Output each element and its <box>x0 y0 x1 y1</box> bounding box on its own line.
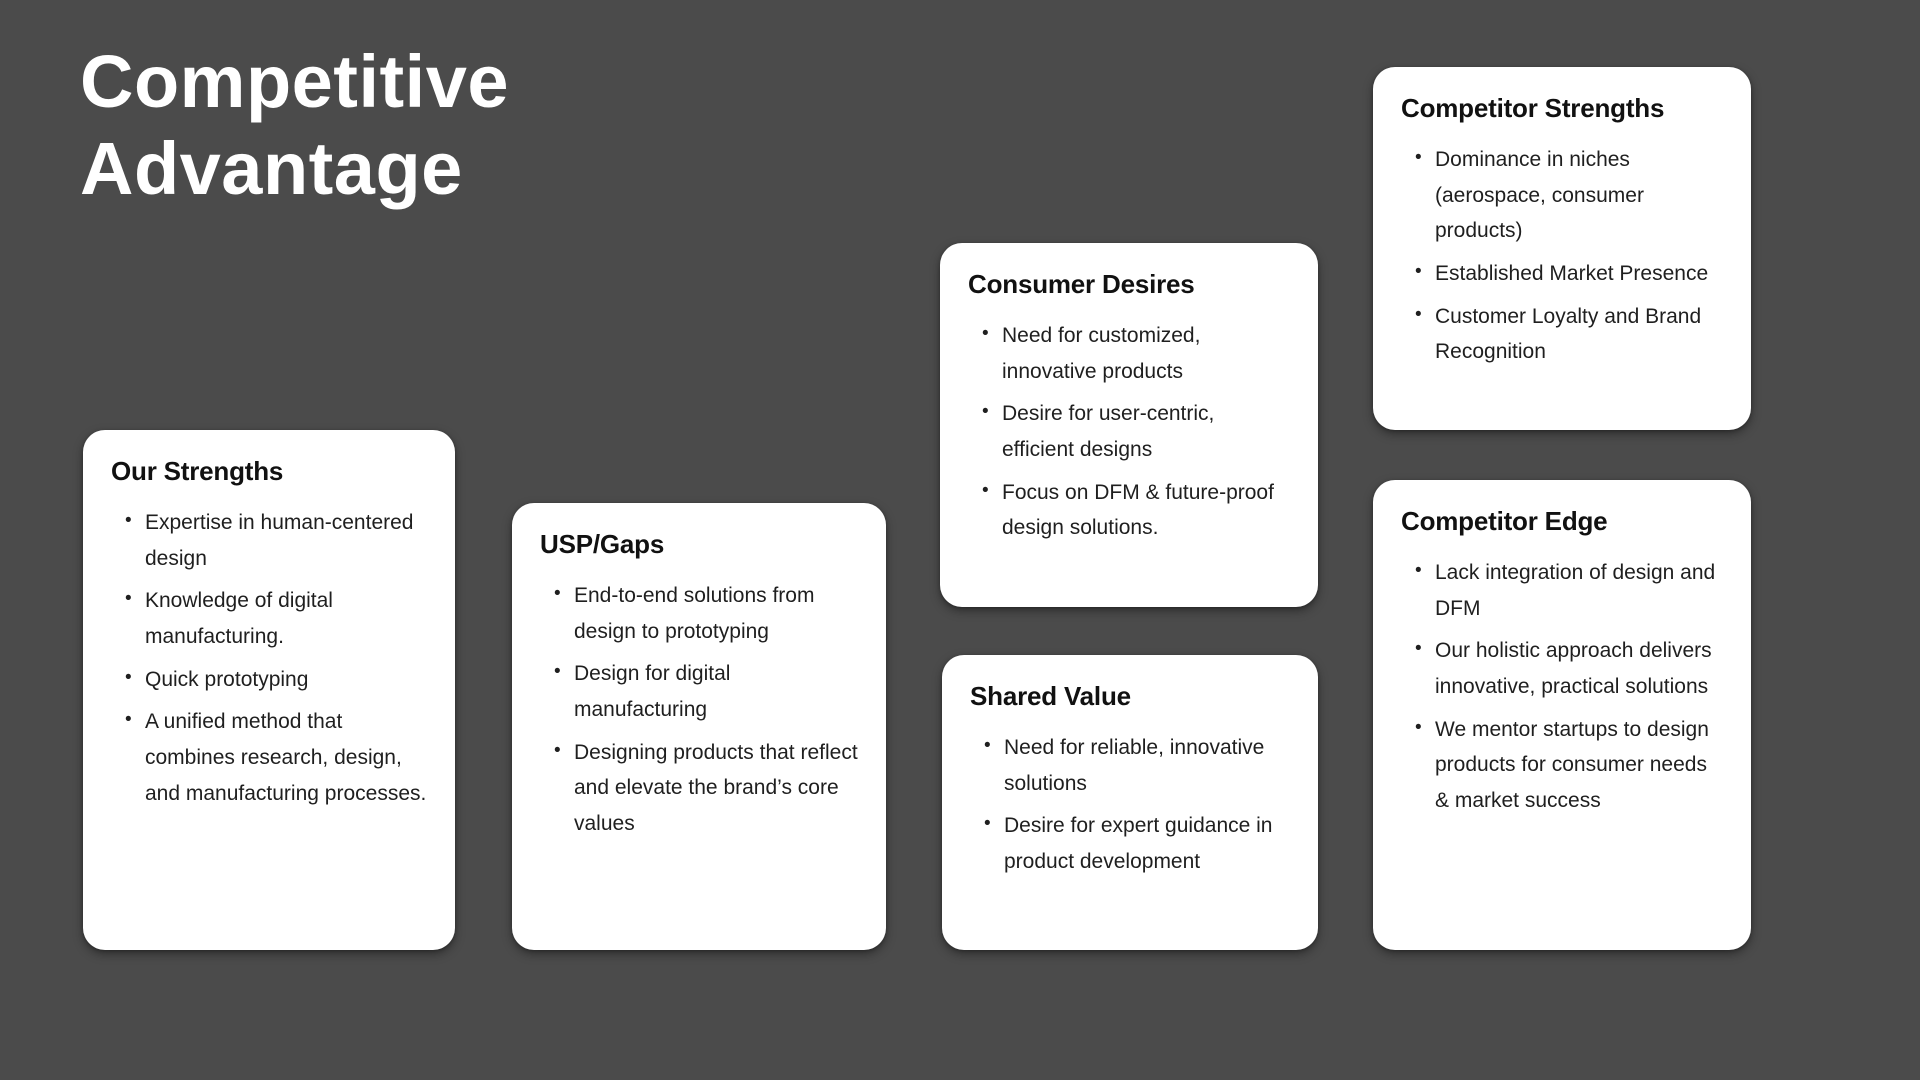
card-usp-gaps-list: End-to-end solutions from design to prot… <box>552 578 860 842</box>
card-competitor-strengths-title: Competitor Strengths <box>1401 93 1665 123</box>
slide-title: Competitive Advantage <box>80 40 510 211</box>
card-competitor-edge-title: Competitor Edge <box>1401 506 1608 536</box>
bullet-item: Established Market Presence <box>1413 256 1725 292</box>
card-competitor-edge-list: Lack integration of design and DFM Our h… <box>1413 555 1725 819</box>
card-our-strengths-title: Our Strengths <box>111 456 284 486</box>
card-consumer-desires-list: Need for customized, innovative products… <box>980 318 1292 546</box>
card-shared-value-title: Shared Value <box>970 681 1131 711</box>
card-competitor-strengths: Competitor Strengths Dominance in niches… <box>1373 67 1751 430</box>
bullet-item: We mentor startups to design products fo… <box>1413 712 1725 819</box>
bullet-item: Expertise in human-centered design <box>123 505 429 576</box>
bullet-item: Customer Loyalty and Brand Recognition <box>1413 299 1725 370</box>
bullet-item: Need for reliable, innovative solutions <box>982 730 1292 801</box>
bullet-item: Desire for user-centric, efficient desig… <box>980 396 1292 467</box>
card-shared-value: Shared Value Need for reliable, innovati… <box>942 655 1318 950</box>
card-usp-gaps-title: USP/Gaps <box>540 529 665 559</box>
card-consumer-desires: Consumer Desires Need for customized, in… <box>940 243 1318 607</box>
card-shared-value-list: Need for reliable, innovative solutions … <box>982 730 1292 880</box>
card-our-strengths: Our Strengths Expertise in human-centere… <box>83 430 455 950</box>
bullet-item: Lack integration of design and DFM <box>1413 555 1725 626</box>
bullet-item: Our holistic approach delivers innovativ… <box>1413 633 1725 704</box>
bullet-item: Need for customized, innovative products <box>980 318 1292 389</box>
bullet-item: A unified method that combines research,… <box>123 704 429 811</box>
bullet-item: Quick prototyping <box>123 662 429 698</box>
card-competitor-edge: Competitor Edge Lack integration of desi… <box>1373 480 1751 950</box>
card-competitor-strengths-list: Dominance in niches (aerospace, consumer… <box>1413 142 1725 370</box>
bullet-item: Design for digital manufacturing <box>552 656 860 727</box>
bullet-item: End-to-end solutions from design to prot… <box>552 578 860 649</box>
bullet-item: Desire for expert guidance in product de… <box>982 808 1292 879</box>
bullet-item: Designing products that reflect and elev… <box>552 735 860 842</box>
bullet-item: Dominance in niches (aerospace, consumer… <box>1413 142 1725 249</box>
card-our-strengths-list: Expertise in human-centered design Knowl… <box>123 505 429 812</box>
card-consumer-desires-title: Consumer Desires <box>968 269 1195 299</box>
card-usp-gaps: USP/Gaps End-to-end solutions from desig… <box>512 503 886 950</box>
bullet-item: Knowledge of digital manufacturing. <box>123 583 429 654</box>
bullet-item: Focus on DFM & future-proof design solut… <box>980 475 1292 546</box>
